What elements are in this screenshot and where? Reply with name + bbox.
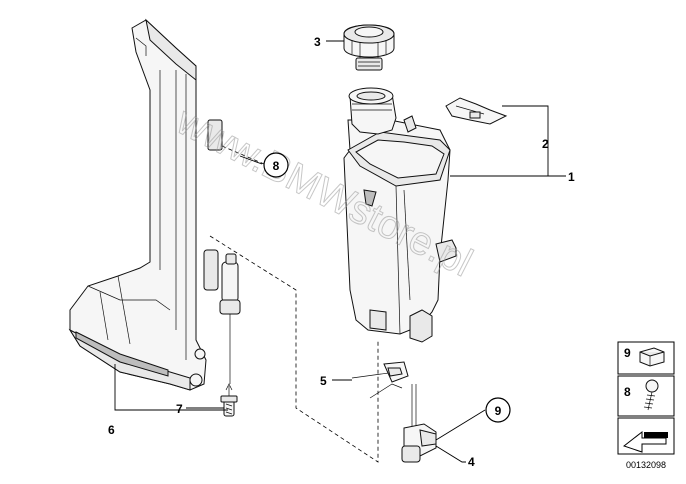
- connector-icon: [639, 347, 665, 367]
- expansion-tank-part-1: [343, 87, 457, 343]
- screw-icon: [643, 379, 659, 411]
- callout-6: 6: [108, 423, 115, 437]
- legend-panel: 9 8 00132098: [617, 341, 675, 470]
- filler-cap-part-3: [343, 24, 395, 71]
- switch-on-frame: [219, 253, 241, 384]
- svg-text:9: 9: [495, 404, 502, 418]
- callout-1: 1: [568, 170, 575, 184]
- radiator-frame-part-6: [68, 18, 223, 391]
- callout-2: 2: [542, 137, 549, 151]
- reference-number: 00132098: [626, 460, 666, 470]
- callout-5: 5: [320, 374, 327, 388]
- leader-lines: [114, 40, 566, 463]
- callout-7: 7: [176, 402, 183, 416]
- arrow-icon: [622, 430, 668, 453]
- legend-number-9: 9: [624, 346, 631, 360]
- callout-9-circled: 9: [485, 397, 511, 423]
- bolt-part-7: [220, 383, 238, 417]
- callout-3: 3: [314, 35, 321, 49]
- callout-4: 4: [468, 455, 475, 469]
- level-sensor-part-4: [401, 384, 437, 463]
- legend-number-8: 8: [624, 385, 631, 399]
- svg-text:8: 8: [273, 159, 280, 173]
- dashed-guide-line: [209, 235, 379, 463]
- bracket-part-2: [445, 97, 508, 125]
- clip-part-5: [351, 361, 409, 399]
- dashed-guide-line: [221, 145, 265, 165]
- legend-item-8: [617, 375, 675, 417]
- callout-8-circled: 8: [263, 152, 289, 178]
